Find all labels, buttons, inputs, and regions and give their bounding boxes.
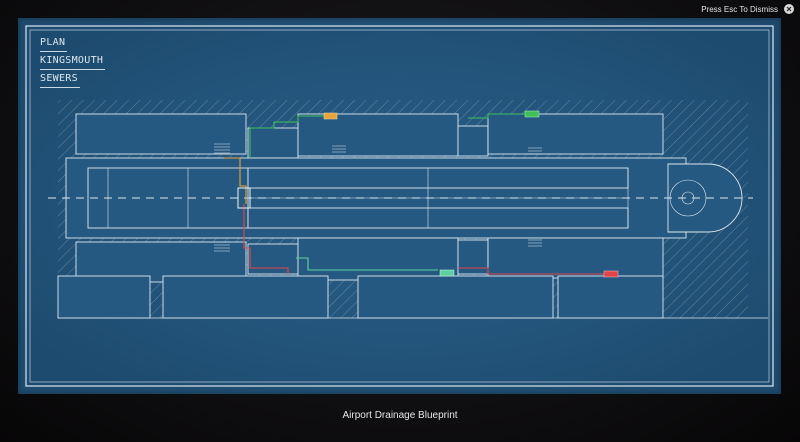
plan-title-line-2: KINGSMOUTH [40,52,106,70]
dismiss-hint-text: Press Esc To Dismiss [701,4,778,14]
drainage-pipes [224,113,618,275]
plan-title-line-1: PLAN [40,34,68,52]
green-valve-marker-top[interactable] [524,110,540,118]
dismiss-hint-bar: Press Esc To Dismiss [701,2,794,16]
plan-title: PLAN KINGSMOUTH SEWERS [40,34,106,88]
red-valve-marker-bottom[interactable] [603,270,619,278]
orange-valve-marker[interactable] [323,112,338,120]
junction-box[interactable] [237,187,251,209]
blueprint-drawing [18,18,781,394]
blueprint-panel: PLAN KINGSMOUTH SEWERS [18,18,781,394]
inner-border [29,29,770,383]
teal-valve-marker-bottom[interactable] [439,269,455,277]
outer-border [25,25,774,387]
close-icon[interactable] [784,4,794,14]
building-outline [57,113,743,319]
blueprint-caption: Airport Drainage Blueprint [342,410,458,421]
plan-title-line-3: SEWERS [40,70,80,88]
